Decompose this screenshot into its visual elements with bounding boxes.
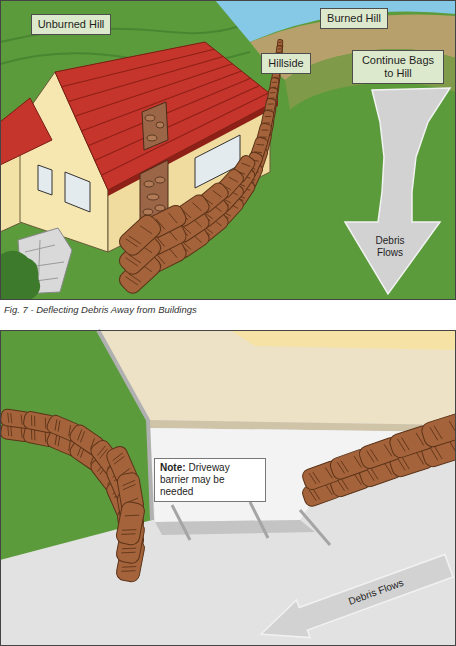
sandbag-body bbox=[420, 411, 456, 448]
chimney bbox=[147, 135, 157, 141]
floor-slab bbox=[98, 330, 456, 425]
sandbag-hatch bbox=[309, 466, 332, 485]
sandbag-hatch bbox=[337, 455, 361, 474]
chimney bbox=[145, 115, 155, 121]
sandbag-hatch bbox=[397, 432, 423, 453]
sandbag-hatch bbox=[121, 513, 139, 537]
chimney bbox=[144, 181, 154, 187]
arrow-body bbox=[345, 88, 450, 294]
label-text: Burned Hill bbox=[327, 12, 381, 25]
sandbag-row bbox=[0, 409, 146, 565]
sandbag-hatch bbox=[126, 223, 152, 249]
arrow-body bbox=[254, 547, 456, 646]
sandbag-wall bbox=[116, 39, 283, 296]
gutter bbox=[155, 520, 315, 535]
note-text: Note: bbox=[160, 462, 186, 473]
sandbag-row bbox=[116, 39, 283, 277]
panel-frame bbox=[1, 1, 456, 300]
sandbag-hatch bbox=[29, 415, 47, 428]
label-text: Continue Bags to Hill bbox=[359, 54, 437, 80]
window bbox=[65, 172, 90, 212]
bush bbox=[0, 251, 40, 300]
sandbag bbox=[420, 411, 456, 448]
sandbag-row bbox=[116, 43, 283, 296]
arrow-text-block: Debris Flows bbox=[306, 562, 446, 623]
label-text: Unburned Hill bbox=[38, 18, 105, 31]
hill-label: Unburned Hill bbox=[31, 14, 112, 35]
label-text: Hillside bbox=[268, 57, 303, 70]
figure-caption: Fig. 7 - Deflecting Debris Away from Bui… bbox=[4, 304, 197, 316]
instruction-label: Continue Bags to Hill bbox=[352, 50, 444, 84]
chimney bbox=[142, 102, 168, 150]
hill-label: Hillside bbox=[261, 53, 310, 74]
sandbag-body bbox=[115, 501, 146, 547]
sandbag bbox=[116, 212, 164, 259]
chimney bbox=[143, 209, 153, 215]
lawn-curb bbox=[98, 330, 152, 520]
sandbag-hatch bbox=[367, 443, 392, 463]
sandbag-hatch bbox=[111, 453, 131, 477]
sandbag-row bbox=[104, 444, 145, 546]
wing-roof bbox=[0, 98, 52, 165]
arrow-shape bbox=[340, 72, 454, 300]
note-box: Note:Driveway barrier may be needed bbox=[154, 458, 266, 502]
sandbag-wall bbox=[0, 409, 146, 592]
top-panel bbox=[0, 0, 456, 300]
sandbag-hatch bbox=[6, 413, 23, 425]
flow-arrow: Debris Flows bbox=[254, 547, 456, 646]
eave bbox=[108, 100, 278, 196]
sandbag-wall bbox=[301, 411, 456, 508]
roof-tile-line bbox=[82, 71, 242, 131]
hill-label: Burned Hill bbox=[320, 8, 388, 29]
sandbag-row bbox=[301, 411, 456, 491]
sandbag-hatch bbox=[53, 419, 73, 436]
window bbox=[38, 165, 52, 195]
flow-arrow: Debris Flows bbox=[340, 72, 454, 300]
arrow-text-block: Debris Flows bbox=[367, 235, 413, 259]
sandbag-row bbox=[0, 422, 146, 583]
curb-line bbox=[172, 502, 330, 545]
sandbag bbox=[115, 501, 146, 547]
roof-tile-line bbox=[88, 78, 251, 146]
top-panel bbox=[0, 0, 456, 300]
roof-tile-line bbox=[68, 57, 223, 102]
sandbag-body bbox=[116, 212, 164, 259]
sandbag-hatch bbox=[122, 480, 139, 503]
arrow-label: Debris Flows bbox=[376, 235, 405, 258]
sandbag-hatch bbox=[430, 420, 456, 442]
sandbag-row bbox=[116, 154, 257, 259]
chimney bbox=[155, 177, 165, 183]
chimney bbox=[156, 122, 164, 128]
wall-top bbox=[230, 330, 456, 350]
chimney bbox=[147, 194, 159, 200]
